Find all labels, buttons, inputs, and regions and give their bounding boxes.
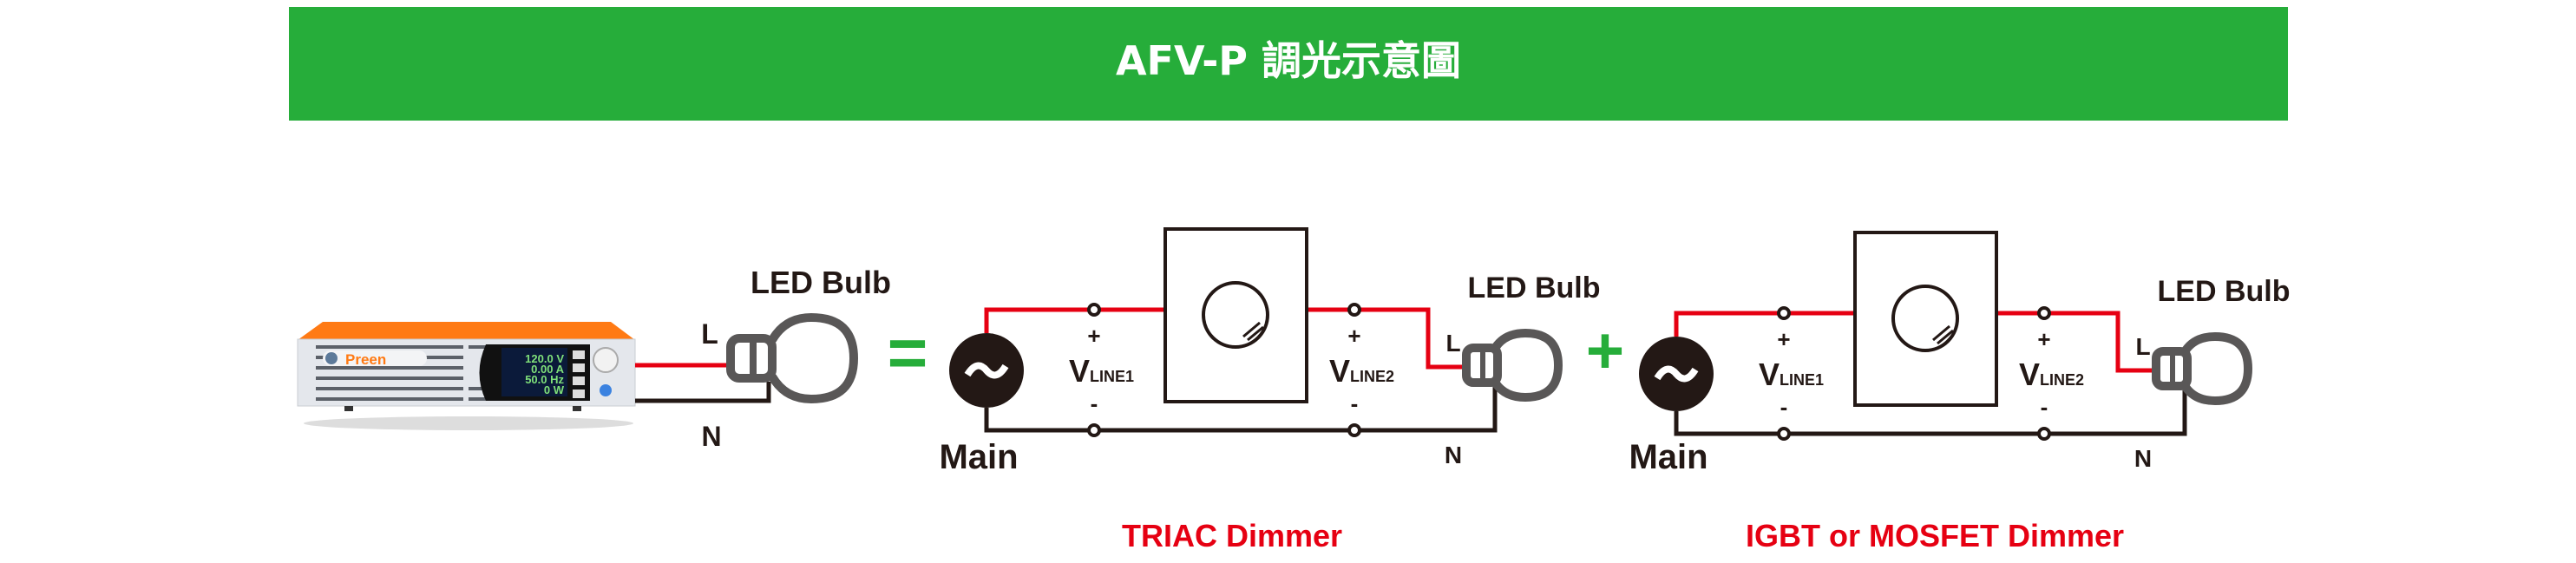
triac-dimmer-caption: TRIAC Dimmer [1122, 518, 1342, 553]
vline1-label: VLINE1 [1759, 357, 1824, 392]
led-bulb-label: LED Bulb [751, 265, 891, 300]
device-button-icon [600, 384, 612, 396]
brand-logo: Preen [345, 351, 386, 368]
minus-label: - [2041, 394, 2048, 420]
device-screen [501, 348, 567, 396]
reading-current: 0.00 A [531, 363, 564, 376]
plus-symbol: + [1586, 314, 1624, 388]
plus-label: + [1087, 323, 1100, 349]
main-source-label: Main [1629, 438, 1708, 476]
minus-label: - [1780, 394, 1788, 420]
power-button-icon [325, 352, 338, 364]
reading-frequency: 50.0 Hz [525, 373, 564, 386]
dimmer-box [1163, 227, 1308, 403]
equals-symbol: = [888, 314, 928, 391]
igbt-mosfet-dimmer-circuit: + - + - VLINE1 VLINE2 LED Bulb L N Main … [1629, 231, 2291, 553]
terminal [1777, 306, 1791, 320]
terminal [1347, 303, 1361, 317]
neutral-wire [635, 382, 771, 403]
afv-p-power-source-device: Preen 120.0 V 0.00 A 50.0 Hz 0 W [297, 322, 636, 430]
vline2-label: VLINE2 [2019, 357, 2084, 392]
terminal [2037, 306, 2051, 320]
triac-dimmer-circuit: + - + - VLINE1 VLINE2 LED Bulb L N Main … [939, 227, 1601, 553]
minus-label: - [1091, 390, 1098, 416]
source-side-wiring: LED Bulb L N [635, 265, 891, 452]
igbt-mosfet-dimmer-caption: IGBT or MOSFET Dimmer [1746, 518, 2124, 553]
neutral-label: N [2134, 445, 2152, 472]
terminal [1087, 423, 1101, 437]
live-label: L [701, 318, 718, 350]
minus-label: - [1351, 390, 1359, 416]
terminal [1777, 427, 1791, 441]
vline2-label: VLINE2 [1329, 353, 1394, 389]
led-bulb-icon [1462, 328, 1563, 403]
live-label: L [2135, 333, 2150, 360]
neutral-label: N [701, 421, 721, 452]
plus-label: + [2037, 326, 2050, 352]
reading-voltage: 120.0 V [525, 352, 564, 365]
terminal [1347, 423, 1361, 437]
live-label: L [1445, 330, 1460, 357]
vline1-label: VLINE1 [1069, 353, 1134, 389]
main-source-label: Main [939, 438, 1018, 476]
led-bulb-label: LED Bulb [2158, 275, 2291, 308]
terminal [2037, 427, 2051, 441]
dimmer-knob-icon [1202, 281, 1269, 349]
neutral-label: N [1445, 442, 1462, 468]
plus-label: + [1777, 326, 1790, 352]
dimmer-box [1853, 231, 1998, 407]
reading-power: 0 W [544, 383, 565, 396]
led-bulb-label: LED Bulb [1468, 272, 1601, 304]
led-bulb-icon [726, 312, 859, 404]
dimmer-knob-icon [1891, 285, 1959, 352]
plus-label: + [1347, 323, 1360, 349]
led-bulb-icon [2152, 331, 2253, 406]
title-banner [289, 7, 2288, 121]
terminal [1087, 303, 1101, 317]
device-knob-icon [593, 347, 619, 373]
page-title: AFV-P 調光示意圖 [1116, 37, 1461, 84]
